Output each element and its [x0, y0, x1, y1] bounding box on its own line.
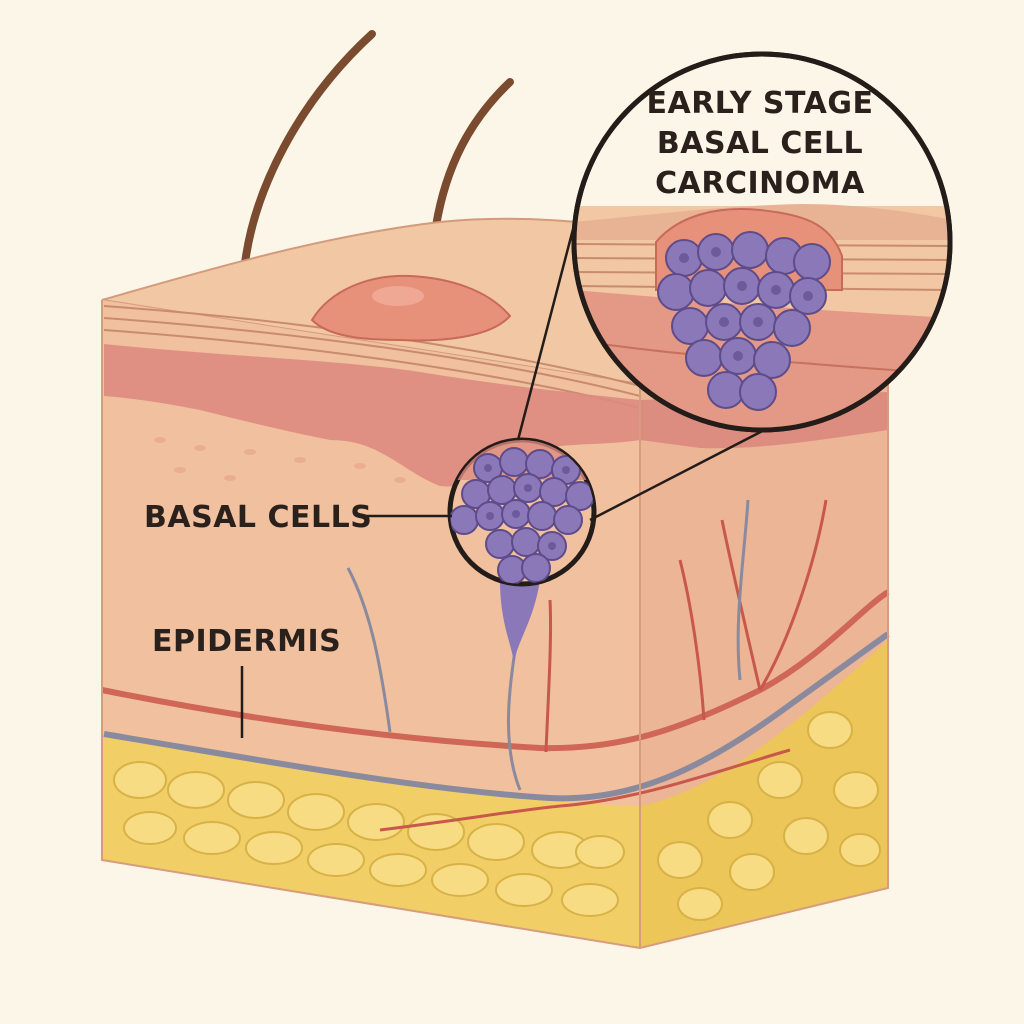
callout-title-line: BASAL CELL	[656, 126, 864, 161]
lesion-bump	[310, 274, 512, 342]
tumor-tail	[500, 580, 540, 662]
hair-strand	[240, 30, 376, 276]
basal-cells-label: BASAL CELLS	[144, 500, 373, 535]
hair-strand	[432, 78, 514, 230]
red-vessel-band	[101, 589, 890, 752]
callout-title-line: CARCINOMA	[655, 166, 865, 201]
callout-title-line: EARLY STAGE	[646, 86, 874, 121]
callout-title: EARLY STAGE BASAL CELL CARCINOMA	[600, 84, 920, 204]
epidermis-label: EPIDERMIS	[152, 624, 342, 659]
callout-connector	[516, 209, 580, 441]
carcinoma-cell-cluster	[657, 231, 831, 411]
blue-vessel-band	[103, 631, 890, 802]
